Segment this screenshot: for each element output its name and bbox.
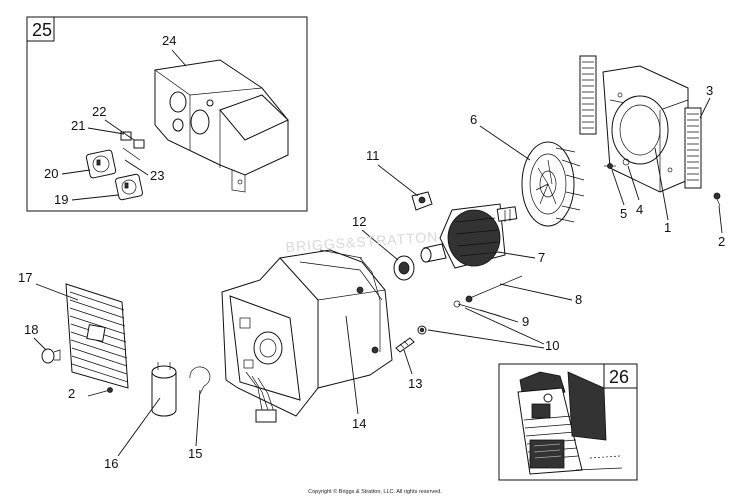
installed-generator-view — [517, 371, 623, 475]
stator-housing — [221, 249, 393, 423]
callout-4: 4 — [636, 202, 643, 217]
screw-washer-4-5 — [604, 158, 630, 169]
louver-grille-3 — [684, 107, 702, 189]
fan-clip-11 — [411, 191, 433, 211]
callout-21: 21 — [71, 118, 85, 133]
callout-1: 1 — [664, 220, 671, 235]
nut-10 — [417, 325, 427, 335]
callout-23: 23 — [150, 168, 164, 183]
callout-22: 22 — [92, 104, 106, 119]
breaker-21-22 — [120, 131, 145, 161]
callout-24: 24 — [162, 33, 176, 48]
inset-25-control-panel: 25 — [26, 16, 308, 212]
capacitor-16 — [151, 362, 177, 417]
inset-26-number: 26 — [609, 367, 629, 387]
rotor-armature — [420, 203, 518, 269]
knob-18 — [41, 348, 61, 364]
callout-17: 17 — [18, 270, 32, 285]
through-bolt-8 — [465, 275, 523, 303]
callout-12: 12 — [352, 214, 366, 229]
control-panel-housing — [154, 59, 289, 193]
front-grille — [65, 283, 129, 389]
callout-5: 5 — [620, 206, 627, 221]
callout-10: 10 — [545, 338, 559, 353]
inset-25-number: 25 — [32, 20, 52, 40]
screw-2-lower — [87, 387, 113, 397]
callout-8: 8 — [575, 292, 582, 307]
watermark: BRIGGS&STRATTON — [285, 228, 439, 255]
callout-20: 20 — [44, 166, 58, 181]
inset-25-number-box — [26, 16, 55, 42]
callout-2-upper: 2 — [718, 234, 725, 249]
callout-18: 18 — [24, 322, 38, 337]
callout-3: 3 — [706, 83, 713, 98]
callout-11: 11 — [366, 148, 380, 163]
inset-26-frame — [498, 363, 638, 481]
rear-end-bell — [602, 65, 689, 193]
callout-9: 9 — [522, 314, 529, 329]
inset-26-installed-view: 26 — [498, 363, 638, 481]
callout-7: 7 — [538, 250, 545, 265]
callout-13: 13 — [408, 376, 422, 391]
screw-2-upper — [713, 192, 721, 207]
bracket-15 — [189, 366, 211, 395]
callout-2-lower: 2 — [68, 386, 75, 401]
callout-16: 16 — [104, 456, 118, 471]
callout-19: 19 — [54, 192, 68, 207]
callout-6: 6 — [470, 112, 477, 127]
callout-14: 14 — [352, 416, 366, 431]
cooling-fan — [521, 141, 585, 227]
outlet-receptacle-19 — [115, 173, 143, 201]
copyright-notice: Copyright © Briggs & Stratton, LLC. All … — [308, 489, 442, 495]
outlet-receptacle-20 — [85, 149, 117, 179]
callout-15: 15 — [188, 446, 202, 461]
inset-26-number-box — [603, 363, 638, 389]
stud-13 — [395, 337, 415, 353]
bearing-12 — [393, 255, 415, 281]
louver-grille-left — [579, 55, 597, 135]
inset-25-frame — [26, 16, 308, 212]
